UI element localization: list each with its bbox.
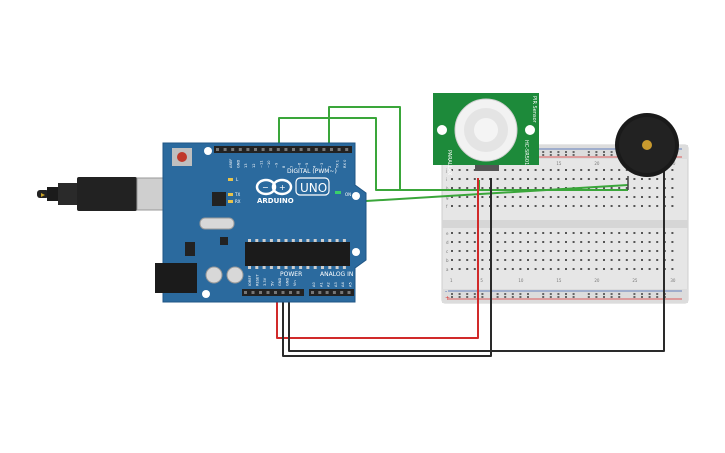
rx-label: RX (235, 199, 241, 204)
analog-pin-label: A3 (334, 282, 338, 287)
digital-pin-label: GND (237, 160, 241, 168)
digital-pin-label: ~3 (320, 163, 324, 168)
power-pin-label: Vin (293, 280, 297, 286)
column-number: 25 (632, 278, 638, 283)
digital-pin-label: ~9 (275, 162, 279, 168)
model-label: UNO (300, 181, 327, 195)
row-letter: c (446, 249, 448, 254)
power-header[interactable] (242, 289, 304, 296)
analog-pin-label: A2 (327, 282, 331, 287)
on-label: ON (345, 192, 351, 197)
digital-pin-label: 12 (252, 163, 256, 168)
digital-pin-label: 4 (313, 165, 317, 168)
row-letter: b (446, 258, 449, 263)
digital-pin-label: 13 (244, 163, 248, 168)
column-number: 1 (450, 278, 453, 283)
wire-red-5v[interactable] (276, 178, 479, 339)
column-number: 30 (670, 161, 676, 166)
analog-header[interactable] (309, 289, 354, 296)
analog-pin-label: A4 (341, 282, 345, 287)
tx-label: TX (234, 192, 240, 197)
row-letter: i (446, 177, 447, 182)
brand-label: ARDUINO (257, 197, 294, 205)
column-number: 15 (556, 161, 562, 166)
digital-pin-label: TX 1 (335, 160, 339, 169)
pir-sensor[interactable]: PARALLAX PIR Sensor HC-SR501 (433, 93, 539, 176)
column-number: 20 (594, 278, 600, 283)
power-pin-label: 3.3V (263, 277, 267, 286)
power-pin-label: IOREF (248, 275, 252, 286)
row-letter: j (445, 168, 447, 173)
row-letter: d (446, 240, 449, 245)
digital-pin-label: ~6 (297, 162, 301, 168)
column-number: 5 (480, 278, 483, 283)
svg-text:+: + (279, 183, 286, 192)
power-pin-label: 5V (271, 281, 275, 286)
digital-pin-label: 2 (328, 166, 332, 168)
digital-pin-label: 8 (282, 165, 286, 168)
wires[interactable] (276, 106, 665, 357)
analog-label: ANALOG IN (320, 271, 353, 278)
digital-header[interactable] (214, 146, 352, 153)
analog-pin-label: A0 (312, 282, 316, 287)
wire-black-gnd-a[interactable] (282, 178, 492, 357)
row-letter: a (446, 267, 449, 272)
l-label: L (236, 177, 239, 182)
rail-plus-label: + (445, 295, 450, 302)
rail-minus-label: - (445, 288, 447, 295)
wire-green-sense[interactable] (349, 184, 629, 203)
pir-parallax-label: PARALLAX (446, 150, 452, 176)
column-number: 20 (594, 161, 600, 166)
row-letter: f (446, 204, 448, 209)
column-number: 30 (670, 278, 676, 283)
piezo-buzzer[interactable] (615, 113, 679, 190)
power-pin-label: RESET (256, 274, 260, 286)
wire-black-gnd-b[interactable] (288, 165, 665, 352)
digital-pin-label: 7 (290, 166, 294, 168)
analog-pin-label: A5 (349, 282, 353, 287)
row-letter: h (446, 186, 449, 191)
svg-text:−: − (262, 183, 269, 192)
power-pin-label: GND (278, 278, 282, 286)
pir-name-label: PIR Sensor (531, 96, 537, 124)
arduino-uno[interactable]: − + UNO ARDUINO DIGITAL (PWM~) POWER ANA… (155, 142, 367, 303)
digital-pin-label: ~11 (259, 160, 263, 168)
row-letter: e (446, 231, 449, 236)
atmega-chip (245, 242, 350, 266)
pir-part-label: HC-SR501 (523, 140, 529, 165)
power-jack[interactable] (155, 263, 197, 293)
row-letter: g (446, 195, 449, 200)
digital-pin-label: RX 0 (343, 159, 347, 168)
digital-label: DIGITAL (PWM~) (287, 168, 337, 175)
buzzer-center (642, 140, 652, 150)
column-number: 15 (556, 278, 562, 283)
arduino-logo: − + (255, 178, 293, 196)
digital-pin-label: ~5 (305, 163, 309, 168)
digital-pin-label: AREF (229, 159, 233, 168)
power-pin-label: GND (286, 278, 290, 286)
digital-pin-label: ~10 (267, 160, 271, 168)
analog-pin-label: A1 (319, 282, 323, 287)
column-number: 10 (518, 278, 524, 283)
power-label: POWER (280, 271, 302, 278)
